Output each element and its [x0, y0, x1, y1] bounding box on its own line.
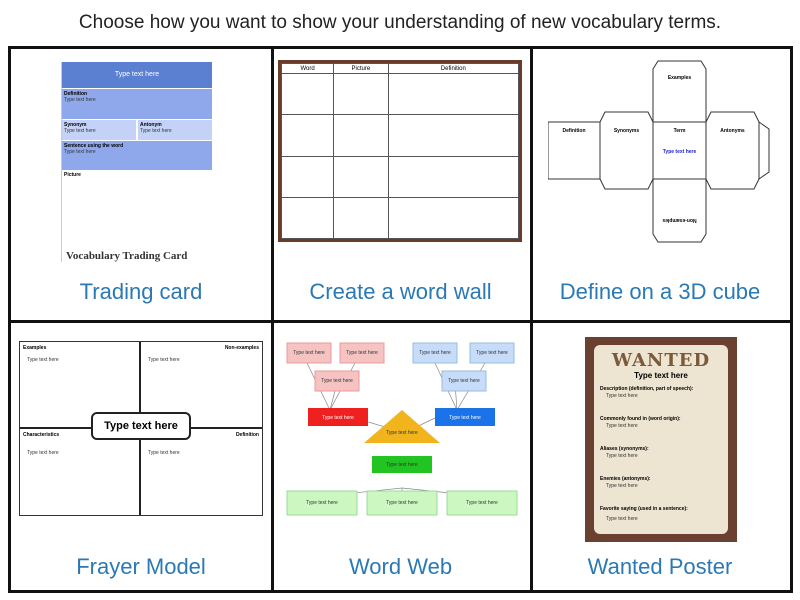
- frayer-center: Type text here: [91, 412, 191, 440]
- placeholder: Type text here: [64, 128, 96, 134]
- picture-label: Picture: [64, 172, 81, 178]
- placeholder: Type text here: [27, 357, 59, 363]
- placeholder: Type text here: [606, 483, 638, 489]
- placeholder: Type text here: [148, 357, 180, 363]
- face-label: Synonyms: [613, 128, 640, 134]
- placeholder: Type text here: [606, 453, 638, 459]
- placeholder: Type text here: [606, 423, 638, 429]
- field-label: Favorite saying (used in a sentence):: [600, 506, 688, 512]
- quadrant-label: Non-examples: [224, 345, 259, 351]
- placeholder: Type text here: [64, 97, 96, 103]
- node: Type text here: [476, 350, 508, 356]
- sentence-label: Sentence using the word: [64, 143, 124, 149]
- node: Type text here: [449, 415, 481, 421]
- word-web-thumbnail: [286, 342, 518, 516]
- face-label: Term: [673, 128, 686, 134]
- option-label[interactable]: Create a word wall: [309, 279, 492, 304]
- field-label: Enemies (antonyms):: [600, 476, 651, 482]
- node: Type text here: [386, 500, 418, 506]
- wanted-heading: WANTED: [611, 350, 711, 371]
- node: Type text here: [346, 350, 378, 356]
- option-word-web[interactable]: Type text here Type text here Type text …: [271, 320, 530, 590]
- field-label: Aliases (synonyms):: [600, 446, 649, 452]
- wanted-thumbnail: WANTED Type text here Description (defin…: [585, 337, 737, 542]
- node: Type text here: [322, 415, 354, 421]
- card-caption: Vocabulary Trading Card: [66, 250, 188, 262]
- node: Type text here: [448, 378, 480, 384]
- quadrant-label: Characteristics: [23, 431, 60, 438]
- definition-label: Definition: [64, 91, 88, 97]
- column-header: Definition: [387, 63, 520, 74]
- field-label: Description (definition, part of speech)…: [600, 386, 694, 392]
- option-label[interactable]: Define on a 3D cube: [559, 279, 761, 304]
- column-header: Picture: [333, 63, 389, 74]
- placeholder: Type text here: [27, 449, 59, 456]
- quadrant-label: Definition: [235, 431, 259, 438]
- divider: [11, 320, 790, 323]
- cube-net-thumbnail: [548, 60, 770, 243]
- wanted-name: Type text here: [634, 371, 688, 380]
- node: Type text here: [306, 500, 338, 506]
- options-grid: [8, 46, 793, 593]
- node: Type text here: [419, 350, 451, 356]
- node: Type text here: [321, 378, 353, 384]
- placeholder: Type text here: [606, 393, 638, 399]
- placeholder: Type text here: [606, 516, 638, 522]
- node: Type text here: [293, 350, 325, 356]
- center-node: Type text here: [386, 430, 418, 436]
- divider: [530, 49, 533, 590]
- face-label: Non-examples: [662, 217, 697, 223]
- field-label: Commonly found in (word origin):: [600, 416, 681, 422]
- face-label: Examples: [667, 75, 692, 81]
- placeholder: Type text here: [662, 149, 697, 155]
- page-title: Choose how you want to show your underst…: [78, 12, 722, 33]
- quadrant-label: Examples: [23, 345, 47, 351]
- placeholder: Type text here: [140, 128, 172, 134]
- option-3d-cube[interactable]: Examples Definition Synonyms Term Type t…: [530, 49, 790, 317]
- card-header: Type text here: [62, 62, 212, 88]
- synonym-label: Synonym: [64, 122, 87, 128]
- option-label[interactable]: Word Web: [348, 554, 453, 579]
- node: Type text here: [466, 500, 498, 506]
- option-label[interactable]: Frayer Model: [76, 554, 206, 579]
- column-header: Word: [280, 63, 335, 74]
- node: Type text here: [386, 462, 418, 468]
- option-wanted-poster[interactable]: WANTED Type text here Description (defin…: [530, 320, 790, 590]
- face-label: Definition: [562, 128, 586, 134]
- face-label: Antonyms: [720, 128, 745, 134]
- option-label[interactable]: Wanted Poster: [587, 554, 733, 579]
- placeholder: Type text here: [148, 449, 180, 456]
- placeholder: Type text here: [64, 149, 96, 155]
- divider: [271, 49, 274, 590]
- antonym-label: Antonym: [140, 122, 162, 128]
- option-label[interactable]: Trading card: [79, 279, 203, 304]
